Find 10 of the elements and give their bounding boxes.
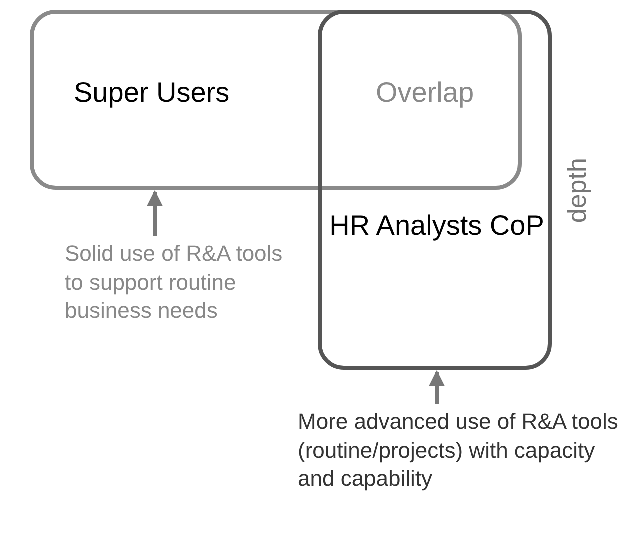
region-label: Overlap	[374, 76, 476, 110]
box-title: Super Users	[74, 76, 231, 110]
arrow	[429, 370, 445, 404]
arrow	[147, 190, 163, 236]
rounded-box	[30, 10, 522, 190]
box-title: HR Analysts CoP	[328, 209, 546, 243]
annotation-text: Solid use of R&A tools to support routine business needs	[65, 240, 305, 326]
rounded-box	[318, 10, 552, 370]
annotation-text: More advanced use of R&A tools (routine/projects) with capacity and capability	[298, 408, 628, 494]
axis-label: depth	[562, 158, 593, 224]
